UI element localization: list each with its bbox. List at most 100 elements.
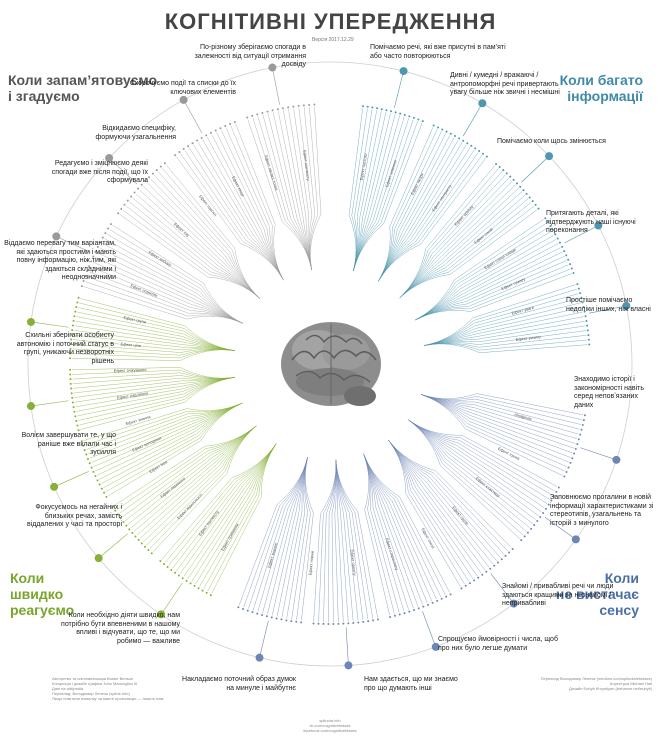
info-bias-node <box>458 137 461 140</box>
memory-bias-node <box>182 148 185 151</box>
sense-bias-node <box>275 617 278 620</box>
sense-bias-node <box>417 607 420 610</box>
info-bias-node <box>371 106 374 109</box>
info-bias-node <box>376 107 379 110</box>
page-title: КОГНІТИВНІ УПЕРЕДЖЕННЯ <box>164 9 497 34</box>
memory-bias-ray <box>85 281 244 324</box>
sense-bias-ray <box>388 440 461 587</box>
memory-category-dot <box>268 63 277 72</box>
info-bias-node <box>495 162 498 165</box>
sense-bias-ray <box>271 457 308 616</box>
act-bias-ray <box>161 443 277 560</box>
memory-bias-node <box>313 103 316 106</box>
act-bias-ray <box>114 425 257 506</box>
info-bias-node <box>441 128 444 131</box>
version-label: Версія 2017.12.29 <box>312 37 354 43</box>
memory-bias-ray <box>109 229 244 324</box>
memory-bias-node <box>196 139 199 142</box>
act-bias-node <box>193 584 196 587</box>
category-act-5: Коли необхідно діяти швидко, нам потрібн… <box>61 612 180 645</box>
sense-bias-node <box>280 618 283 621</box>
sense-bias-node <box>530 527 533 530</box>
sense-bias-node <box>327 622 330 625</box>
sense-bias-node <box>445 595 448 598</box>
info-bias-node <box>485 155 488 158</box>
sense-bias-node <box>431 601 434 604</box>
memory-bias-node <box>214 129 217 132</box>
sense-bias-node <box>372 619 375 622</box>
sense-bias-node <box>542 511 545 514</box>
info-bias-node <box>569 263 572 266</box>
act-bias-node <box>69 357 72 360</box>
act-bias-ray <box>80 298 235 351</box>
sense-bias-label: Ефект ігрока <box>497 446 521 462</box>
info-bias-node <box>580 296 583 299</box>
sense-bias-node <box>449 593 452 596</box>
sense-bias-ray <box>420 394 576 444</box>
act-bias-node <box>83 449 86 452</box>
act-bias-node <box>69 368 72 371</box>
act-category-connector <box>160 582 183 615</box>
quadrant-line: Коли запам’ятовуємо <box>8 72 158 88</box>
sense-bias-ray <box>408 419 558 487</box>
info-category-connector <box>462 103 483 137</box>
quadrant-line: сенсу <box>599 602 639 618</box>
info-bias-node <box>466 142 469 145</box>
info-bias-ray <box>378 158 486 282</box>
memory-bias-node <box>163 162 166 165</box>
act-bias-node <box>90 466 93 469</box>
memory-category-connector <box>108 157 138 185</box>
sense-bias-ray <box>238 457 308 606</box>
category-act-4: Фокусуємось на негайних і близьких речах… <box>26 504 122 528</box>
info-category-dot <box>594 221 603 230</box>
credit-line: Дані на wikipedia <box>52 686 84 691</box>
memory-category-connector <box>56 236 91 253</box>
sense-bias-node <box>582 419 585 422</box>
act-bias-node <box>73 410 76 413</box>
quadrant-title-sense: Коли не вистачає сенсу <box>556 570 639 618</box>
act-bias-node <box>131 531 134 534</box>
act-bias-node <box>111 505 114 508</box>
sense-bias-node <box>393 614 396 617</box>
memory-bias-node <box>224 125 227 128</box>
memory-bias-ray <box>139 189 260 299</box>
memory-bias-node <box>104 232 107 235</box>
act-bias-ray <box>116 425 257 510</box>
act-bias-node <box>114 509 117 512</box>
quadrant-line: Коли багато <box>559 72 643 88</box>
sense-bias-node <box>579 433 582 436</box>
sense-bias-node <box>500 558 503 561</box>
sense-bias-node <box>504 554 507 557</box>
sense-bias-ray <box>363 453 390 616</box>
sense-bias-node <box>362 620 365 623</box>
sense-bias-ray <box>388 440 486 571</box>
sense-bias-ray <box>335 459 354 621</box>
info-bias-node <box>436 126 439 129</box>
memory-bias-node <box>130 195 133 198</box>
memory-bias-ray <box>180 153 284 281</box>
act-bias-node <box>128 528 131 531</box>
info-bias-node <box>474 147 477 150</box>
credit-line: facebook.com/cognitivebiases <box>303 728 357 733</box>
sense-bias-node <box>544 507 547 510</box>
memory-bias-node <box>88 265 91 268</box>
sense-bias-node <box>539 516 542 519</box>
sense-bias-node <box>237 606 240 609</box>
info-bias-label: Ефект сліпої плями <box>483 247 517 270</box>
credit-line: Дизайн Eubylt Khrystiyan (behance.net/eu… <box>568 686 652 691</box>
sense-bias-ray <box>363 453 419 607</box>
category-info-3: Помічаємо коли щось змінюється <box>497 138 606 145</box>
sense-bias-node <box>508 551 511 554</box>
info-bias-node <box>554 233 557 236</box>
category-sense-3: Знайомі / привабливі речі чи люди здають… <box>502 583 614 607</box>
info-bias-node <box>561 245 564 248</box>
memory-bias-node <box>137 187 140 190</box>
info-bias-node <box>581 301 584 304</box>
sense-category-connector <box>422 611 437 647</box>
act-bias-node <box>69 347 72 350</box>
memory-bias-node <box>82 280 85 283</box>
sense-bias-ray <box>318 459 337 622</box>
act-bias-ray <box>211 443 277 594</box>
act-category-dot <box>94 554 103 563</box>
info-bias-node <box>544 217 547 220</box>
